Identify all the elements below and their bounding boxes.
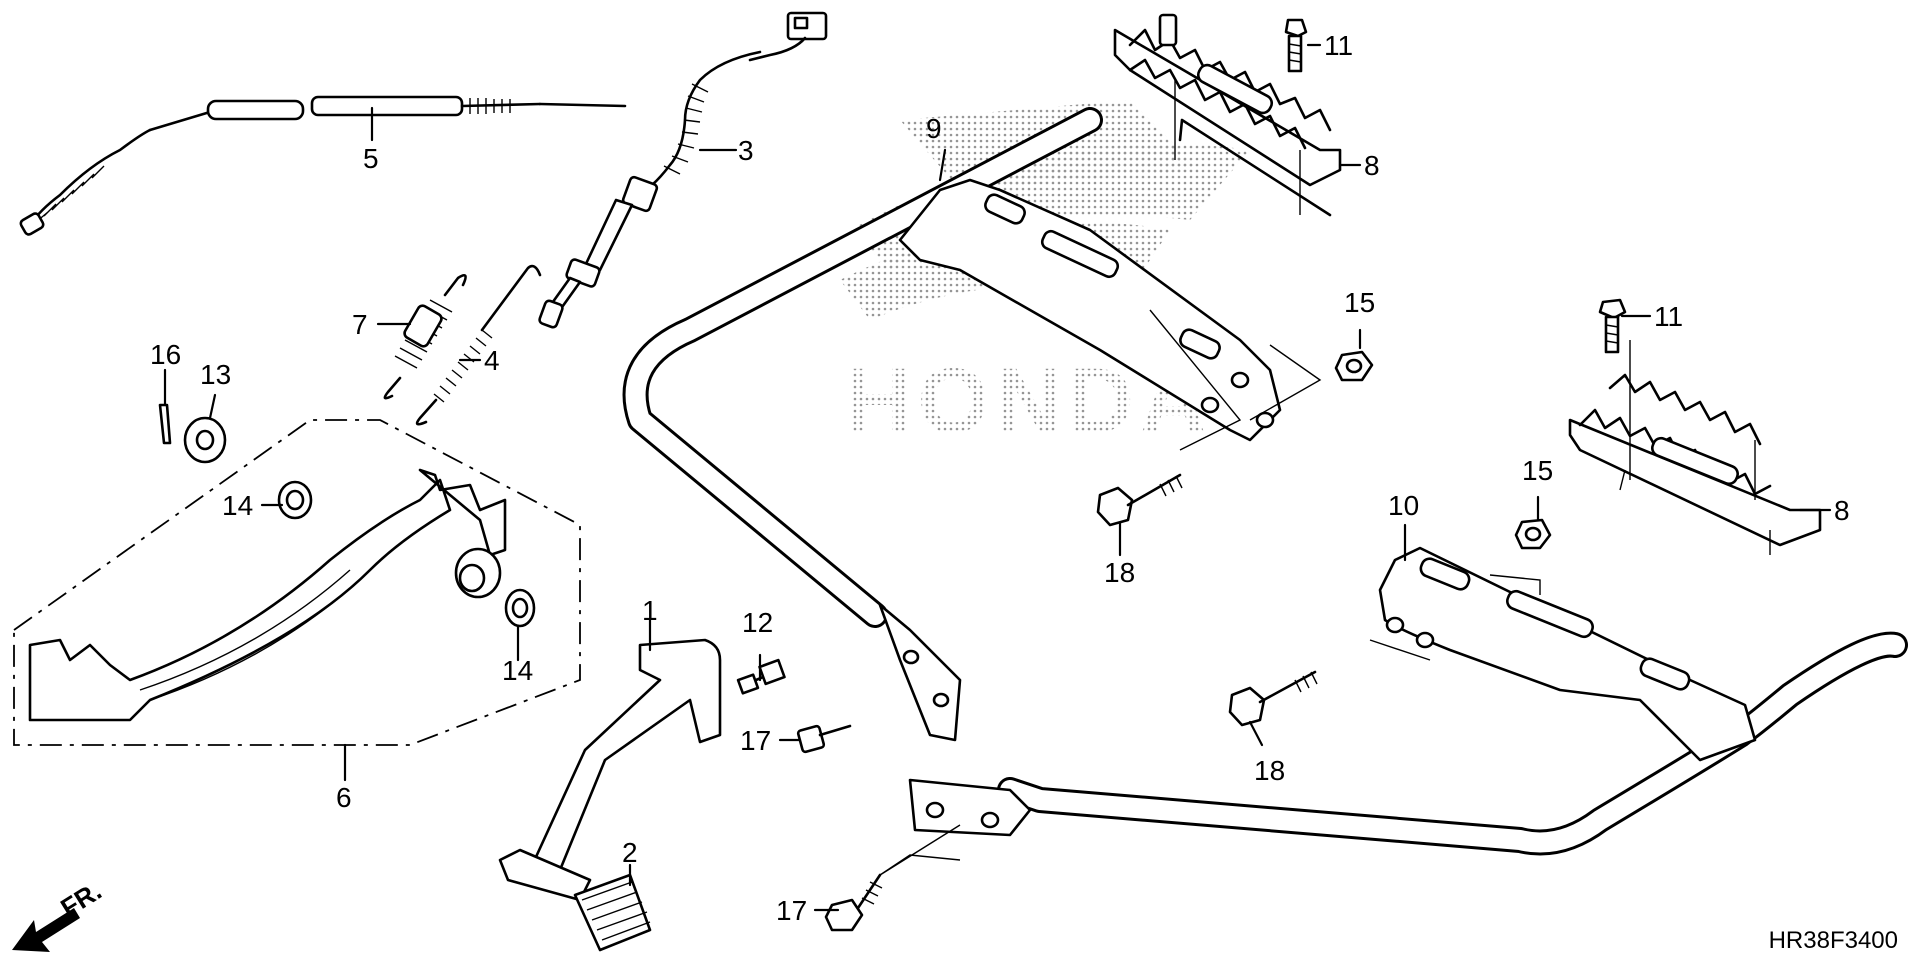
nut-part-15-lower[interactable] (1514, 518, 1552, 550)
callout-8-upper: 8 (1364, 150, 1380, 181)
callout-9: 9 (926, 113, 942, 144)
callout-18-upper: 18 (1104, 557, 1135, 588)
callout-6: 6 (336, 782, 352, 813)
bolt-part-11-upper[interactable] (1284, 18, 1308, 73)
callout-5: 5 (363, 143, 379, 174)
diagram-code: HR38F3400 (1769, 927, 1898, 954)
return-spring-part-7[interactable] (383, 273, 467, 400)
brake-switch-part-3[interactable] (538, 11, 828, 329)
callout-15-lower: 15 (1522, 455, 1553, 486)
leader-lines (163, 43, 1832, 912)
callout-12: 12 (742, 607, 773, 638)
cotter-pin-part-16[interactable] (158, 403, 172, 445)
pedal-rubber-part-2[interactable] (573, 873, 652, 952)
callout-11-lower: 11 (1654, 301, 1683, 332)
step-bar-part-9[interactable] (622, 107, 1322, 742)
callout-11-upper: 11 (1324, 30, 1353, 61)
front-arrow-icon (12, 908, 80, 952)
bolt-part-18-lower[interactable] (1228, 670, 1318, 727)
step-bar-part-10[interactable] (908, 546, 1908, 856)
footpeg-part-8-lower[interactable] (1568, 340, 1822, 555)
callout-18-lower: 18 (1254, 755, 1285, 786)
bolt-part-11-lower[interactable] (1598, 298, 1627, 354)
brake-cable-part-5[interactable] (19, 95, 627, 236)
washer-part-13[interactable] (183, 416, 227, 464)
callout-14-right: 14 (502, 655, 533, 686)
bolt-part-18-upper[interactable] (1096, 473, 1183, 527)
callout-15-upper: 15 (1344, 287, 1375, 318)
callout-2: 2 (622, 837, 638, 868)
callout-8-lower: 8 (1834, 495, 1850, 526)
callout-14-left: 14 (222, 490, 253, 521)
front-direction-indicator: FR. (12, 875, 107, 952)
bolt-part-17-lower[interactable] (824, 824, 961, 932)
callout-1: 1 (642, 595, 658, 626)
long-spring-part-4[interactable] (415, 264, 542, 426)
callout-7: 7 (352, 309, 368, 340)
callout-17-upper: 17 (740, 725, 771, 756)
callout-4: 4 (484, 345, 500, 376)
nut-part-15-upper[interactable] (1334, 350, 1374, 382)
callout-3: 3 (738, 135, 754, 166)
callout-16: 16 (150, 339, 181, 370)
brake-pedal-assembly-part-6[interactable] (13, 419, 581, 746)
callout-labels: 5 3 7 4 16 13 14 14 6 1 2 12 17 17 9 11 … (150, 30, 1850, 926)
callout-10: 10 (1388, 490, 1419, 521)
footpeg-part-8-upper[interactable] (1113, 13, 1342, 217)
callout-17-lower: 17 (776, 895, 807, 926)
bolt-part-17-upper[interactable] (796, 724, 852, 754)
callout-13: 13 (200, 359, 231, 390)
bolt-part-12[interactable] (736, 658, 786, 695)
